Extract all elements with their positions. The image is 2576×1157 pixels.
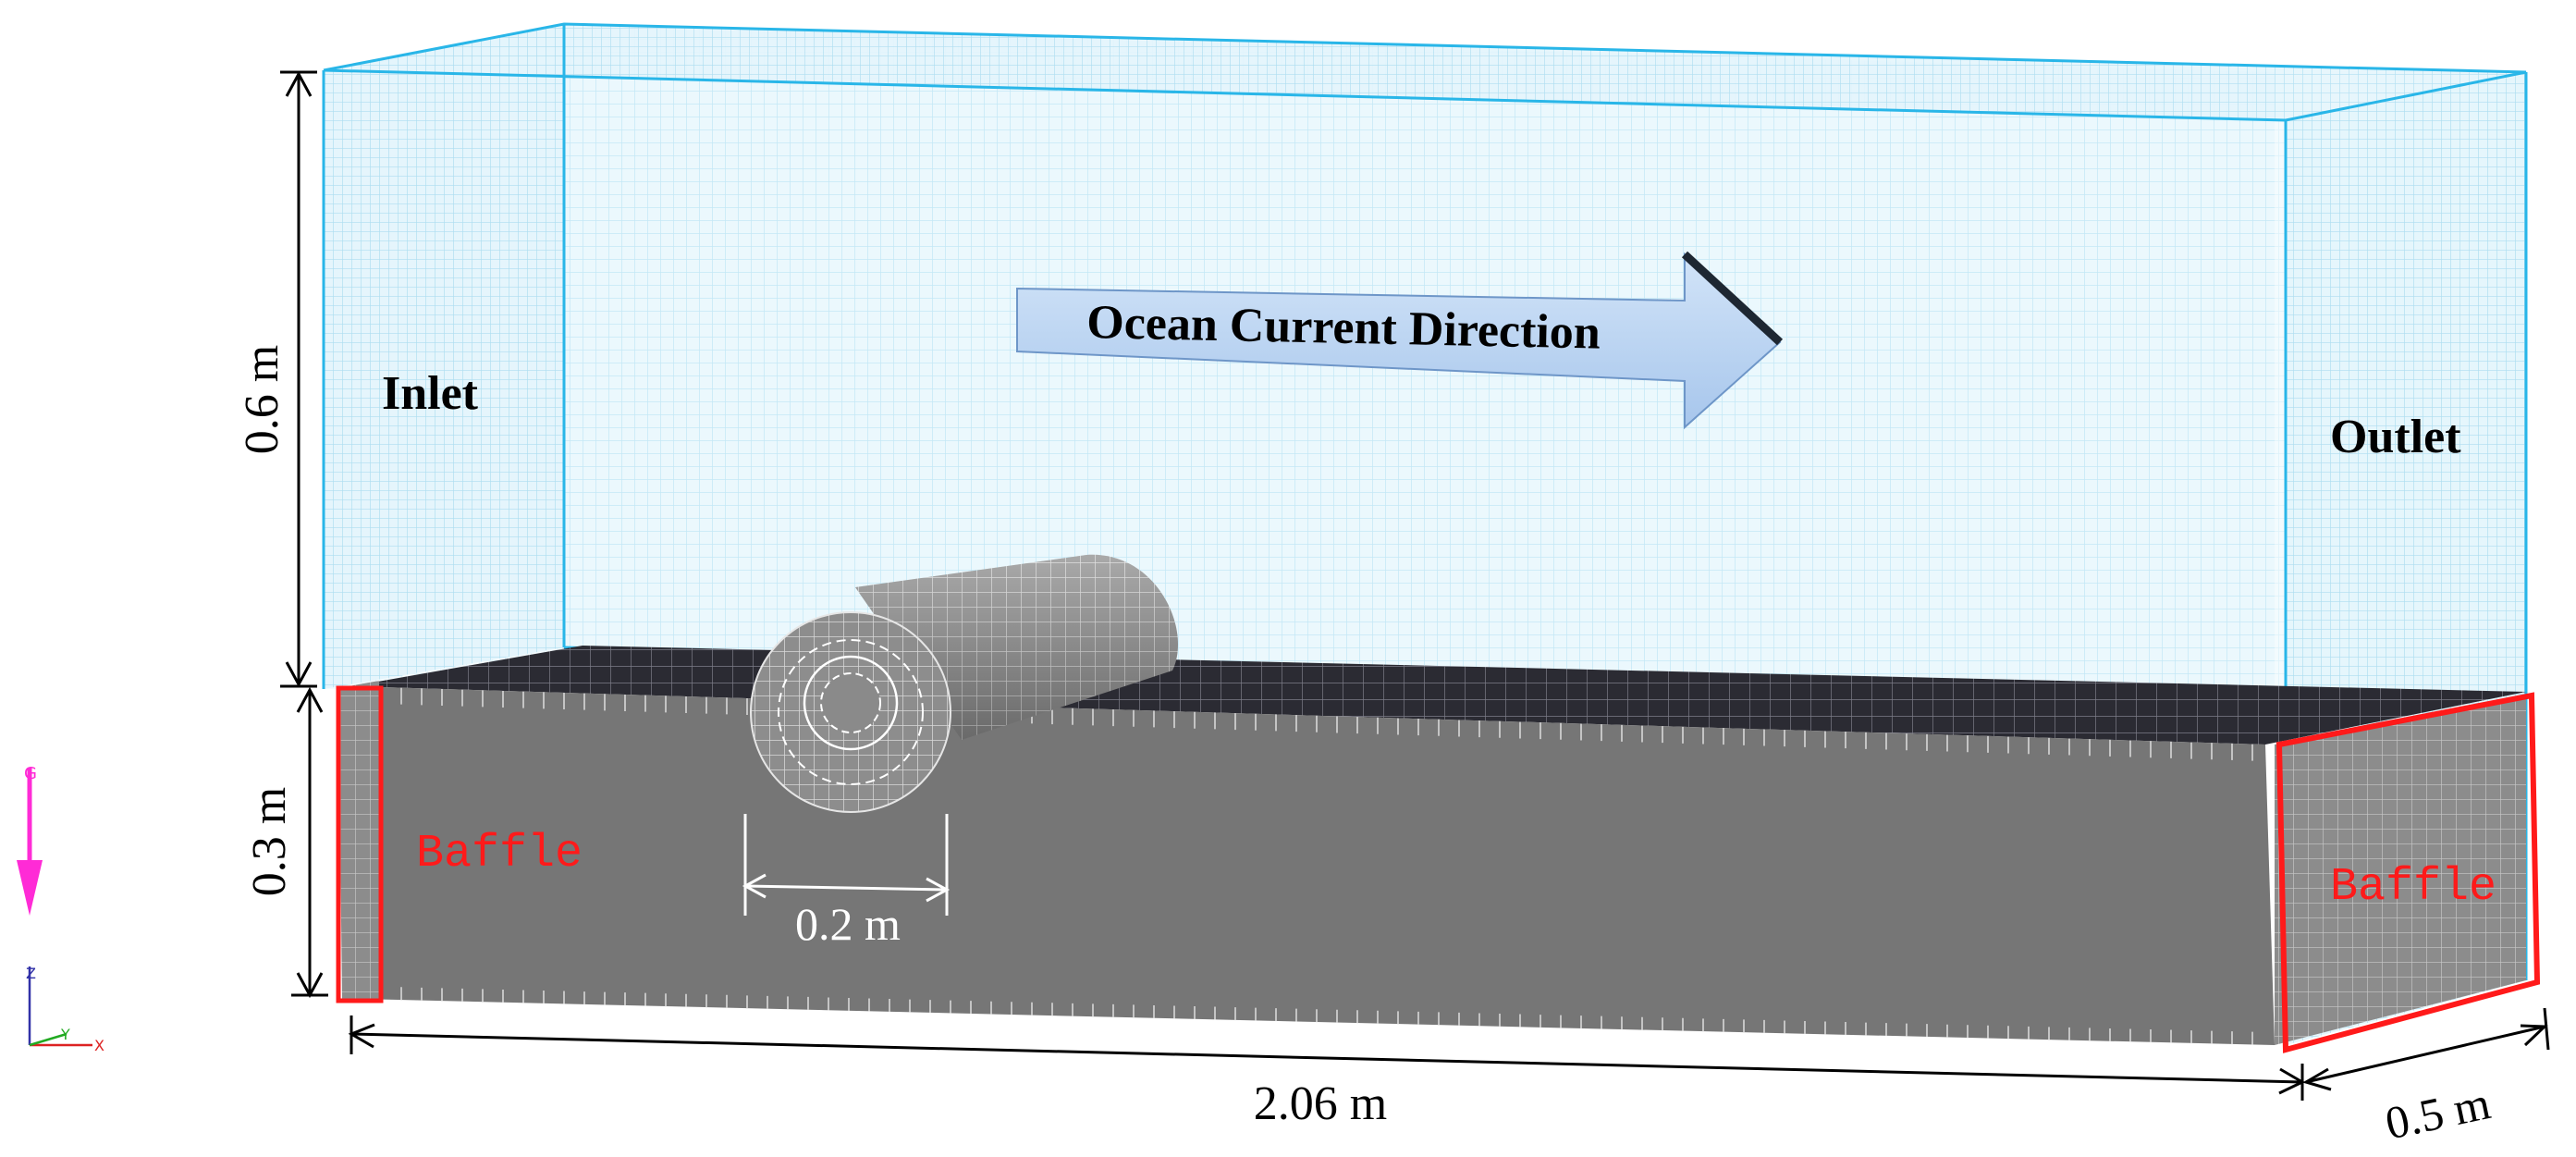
- sediment-bed: [338, 646, 2526, 1045]
- baffle-left-outline: [336, 685, 384, 1003]
- sediment-front-face: [351, 686, 2275, 1045]
- baffle-right-outline: [2275, 692, 2541, 1053]
- pipe-dimension-line: [742, 814, 951, 916]
- domain-inlet-face: [324, 24, 564, 689]
- baffle-right-label: Baffle: [2330, 861, 2496, 914]
- current-direction-label: Ocean Current Direction: [1086, 296, 1601, 360]
- dimension-lines: [280, 70, 2550, 1101]
- pipeline: [750, 554, 1179, 813]
- inlet-label: Inlet: [382, 367, 479, 420]
- dimension-pipe-diameter: 0.2 m: [795, 898, 901, 950]
- axis-triad: [17, 768, 92, 1047]
- outlet-label: Outlet: [2330, 411, 2461, 463]
- domain-top-face: [324, 24, 2526, 120]
- domain-front-face: [324, 70, 2286, 689]
- axis-y-label: Y: [60, 1026, 70, 1043]
- sediment-inlet-end: [338, 681, 381, 999]
- sediment-end-face: [2275, 695, 2526, 1045]
- dimension-height-bed: 0.3 m: [243, 787, 296, 896]
- dimension-height-water: 0.6 m: [236, 345, 288, 454]
- current-direction-arrow: [1016, 251, 1784, 430]
- axis-z-label: Z: [26, 965, 36, 982]
- dimension-width: 0.5 m: [2381, 1077, 2495, 1149]
- water-domain: [322, 22, 2528, 1045]
- dimension-length: 2.06 m: [1254, 1077, 1387, 1130]
- axis-x-label: X: [94, 1037, 104, 1054]
- gravity-label: G: [24, 764, 37, 783]
- baffle-left-label: Baffle: [416, 828, 583, 880]
